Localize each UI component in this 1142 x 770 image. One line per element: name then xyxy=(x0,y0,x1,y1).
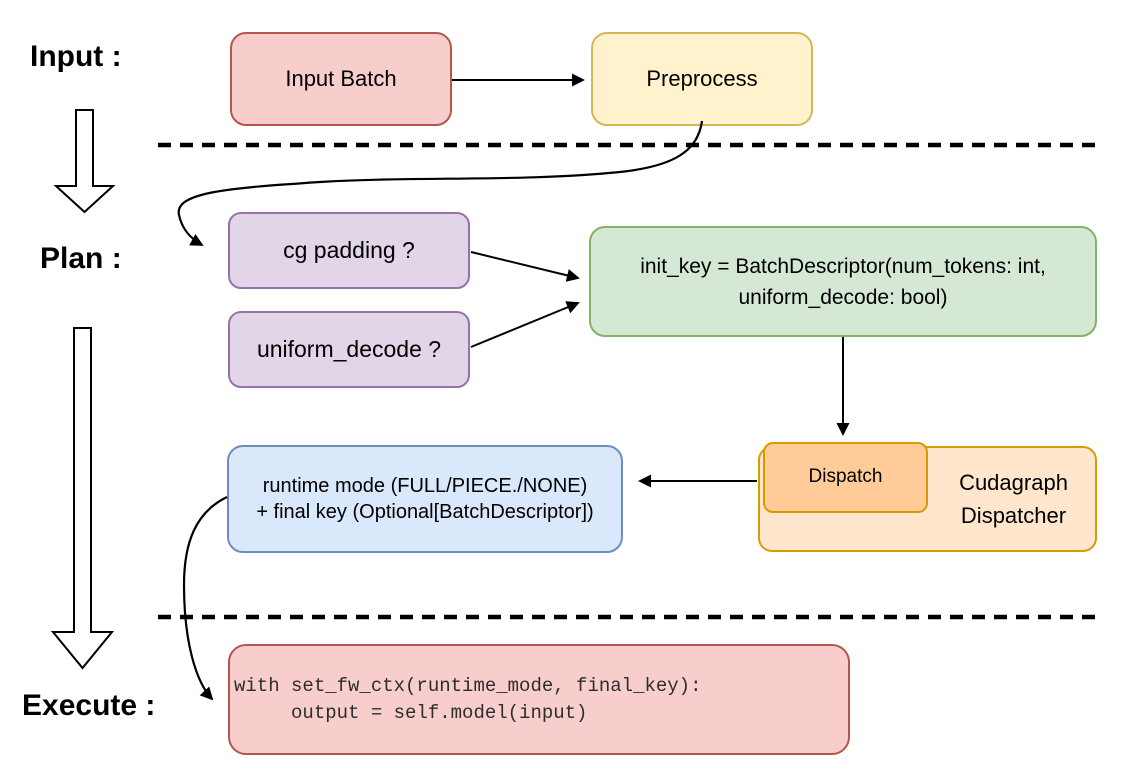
node-dispatch-label: Dispatch xyxy=(808,466,883,488)
connector-uniform-decode-to-init-key xyxy=(470,301,580,348)
node-cudagraph-line1: Cudagraph xyxy=(959,470,1068,495)
node-cudagraph-dispatcher-label: Cudagraph Dispatcher xyxy=(928,448,1099,550)
node-init-key-line2: uniform_decode: bool) xyxy=(738,285,948,309)
node-init-key: init_key = BatchDescriptor(num_tokens: i… xyxy=(589,226,1097,337)
node-input-batch: Input Batch xyxy=(230,32,452,126)
node-dispatch: Dispatch xyxy=(763,442,928,513)
connector-cg-padding-to-init-key xyxy=(470,251,580,282)
node-runtime-mode: runtime mode (FULL/PIECE./NONE) + final … xyxy=(227,445,623,553)
node-input-batch-label: Input Batch xyxy=(285,65,397,91)
node-preprocess-label: Preprocess xyxy=(646,65,758,91)
stage-arrow-input-to-plan-icon xyxy=(53,109,116,214)
stage-label-input: Input : xyxy=(30,40,122,73)
node-init-key-line1: init_key = BatchDescriptor(num_tokens: i… xyxy=(640,254,1046,278)
node-cg-padding-label: cg padding ? xyxy=(283,236,415,263)
node-cudagraph-line2: Dispatcher xyxy=(960,503,1067,528)
stage-label-execute: Execute : xyxy=(22,689,156,722)
execute-code-line1: with set_fw_ctx(runtime_mode, final_key)… xyxy=(234,675,702,697)
stage-arrow-plan-to-execute-icon xyxy=(50,327,115,670)
connector-runtime-mode-to-execute-code xyxy=(182,496,228,701)
node-execute-code: with set_fw_ctx(runtime_mode, final_key)… xyxy=(228,644,850,755)
node-uniform-decode: uniform_decode ? xyxy=(228,311,470,388)
node-cg-padding: cg padding ? xyxy=(228,212,470,289)
stage-label-plan: Plan : xyxy=(40,242,122,275)
node-runtime-mode-line2: + final key (Optional[BatchDescriptor]) xyxy=(256,501,594,523)
node-preprocess: Preprocess xyxy=(591,32,813,126)
node-runtime-mode-line1: runtime mode (FULL/PIECE./NONE) xyxy=(262,475,588,497)
execute-code-line2: output = self.model(input) xyxy=(234,702,588,724)
node-uniform-decode-label: uniform_decode ? xyxy=(256,335,442,362)
